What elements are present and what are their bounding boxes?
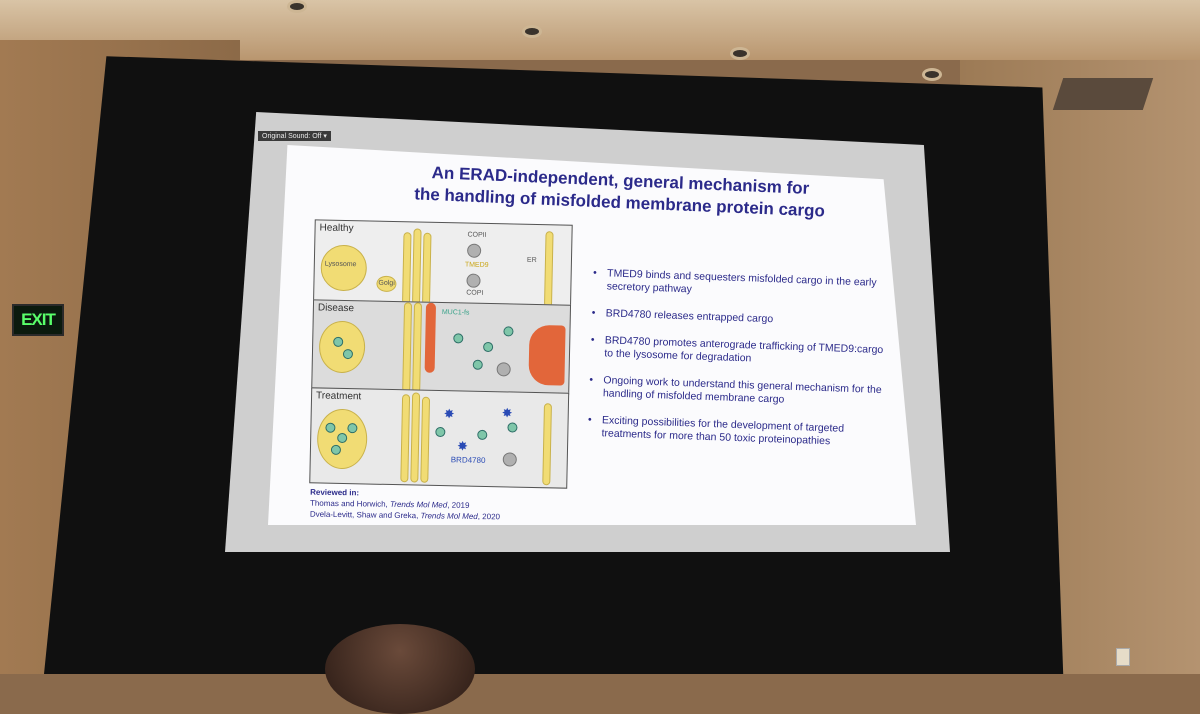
ceiling-light	[290, 3, 304, 10]
cargo-particle	[483, 341, 494, 353]
bullet-list: •TMED9 binds and sequesters misfolded ca…	[585, 267, 891, 464]
bullet-item: •Ongoing work to understand this general…	[589, 373, 882, 406]
bullet-item: •Exciting possibilities for the developm…	[587, 413, 845, 448]
cargo-particle	[453, 333, 464, 344]
er-label: ER	[526, 256, 537, 265]
bullet-dot-icon: •	[589, 373, 594, 386]
copii-vesicle	[467, 243, 482, 258]
audience-head	[325, 624, 475, 714]
er-accumulation	[528, 324, 566, 386]
sound-status-label: Original Sound: Off	[262, 133, 322, 140]
panel-label: Healthy	[319, 222, 354, 235]
ceiling-light	[525, 28, 539, 35]
vesicle	[502, 452, 517, 467]
panel-disease: Disease MUC1-fs	[311, 299, 572, 395]
sound-status-bar[interactable]: Original Sound: Off ▾	[258, 131, 331, 141]
cargo-particle	[507, 422, 518, 433]
golgi-cisterna	[412, 302, 423, 393]
brd4780-molecule-icon: ✸	[501, 405, 513, 421]
muc1-label: MUC1-fs	[441, 309, 470, 317]
golgi-cisterna	[420, 396, 431, 483]
copii-label: COPII	[467, 231, 487, 239]
bullet-dot-icon: •	[591, 306, 596, 319]
panel-label: Disease	[317, 302, 355, 315]
bullet-item: •BRD4780 promotes anterograde traffickin…	[590, 333, 884, 365]
er-membrane	[542, 403, 552, 486]
cargo-particle	[503, 326, 514, 337]
brd4780-molecule-icon: ✸	[443, 406, 455, 422]
golgi-cisterna	[410, 392, 421, 483]
tmed9-label: TMED9	[464, 261, 489, 269]
golgi-label: Golgi	[378, 279, 395, 288]
golgi-cisterna	[422, 232, 432, 305]
air-vent	[1052, 78, 1154, 110]
bullet-item: •BRD4780 releases entrapped cargo	[591, 306, 774, 326]
cargo-particle	[435, 426, 446, 438]
panel-label: Treatment	[315, 390, 362, 403]
mechanism-figure: Healthy Lysosome Golgi COPII TMED9 COPI …	[309, 219, 573, 489]
chevron-down-icon: ▾	[323, 133, 327, 140]
bullet-dot-icon: •	[592, 266, 598, 280]
brd4780-label: BRD4780	[450, 455, 486, 465]
copi-vesicle	[466, 273, 481, 288]
bullet-dot-icon: •	[587, 413, 592, 426]
golgi-cisterna	[400, 394, 411, 483]
vesicle	[496, 362, 511, 377]
er-membrane	[543, 231, 554, 307]
golgi-cisterna	[402, 302, 413, 393]
golgi-cisterna	[402, 232, 412, 305]
lysosome-label: Lysosome	[324, 260, 357, 269]
er-accumulation	[424, 302, 437, 373]
cargo-particle	[477, 429, 488, 441]
wall-outlet	[1116, 648, 1130, 666]
bullet-dot-icon: •	[590, 333, 595, 346]
golgi-cisterna	[412, 228, 422, 305]
exit-sign: EXIT	[12, 304, 64, 336]
panel-healthy: Healthy Lysosome Golgi COPII TMED9 COPI …	[313, 219, 573, 307]
ceiling-light	[925, 71, 939, 78]
ceiling-light	[733, 50, 747, 57]
copi-label: COPI	[466, 289, 484, 297]
cargo-particle	[472, 359, 483, 370]
references: Reviewed in: Thomas and Horwich, Trends …	[310, 487, 501, 523]
brd4780-molecule-icon: ✸	[456, 438, 469, 454]
lysosome-shape	[318, 320, 366, 374]
panel-treatment: Treatment ✸ ✸ ✸ BRD4780	[309, 387, 570, 489]
